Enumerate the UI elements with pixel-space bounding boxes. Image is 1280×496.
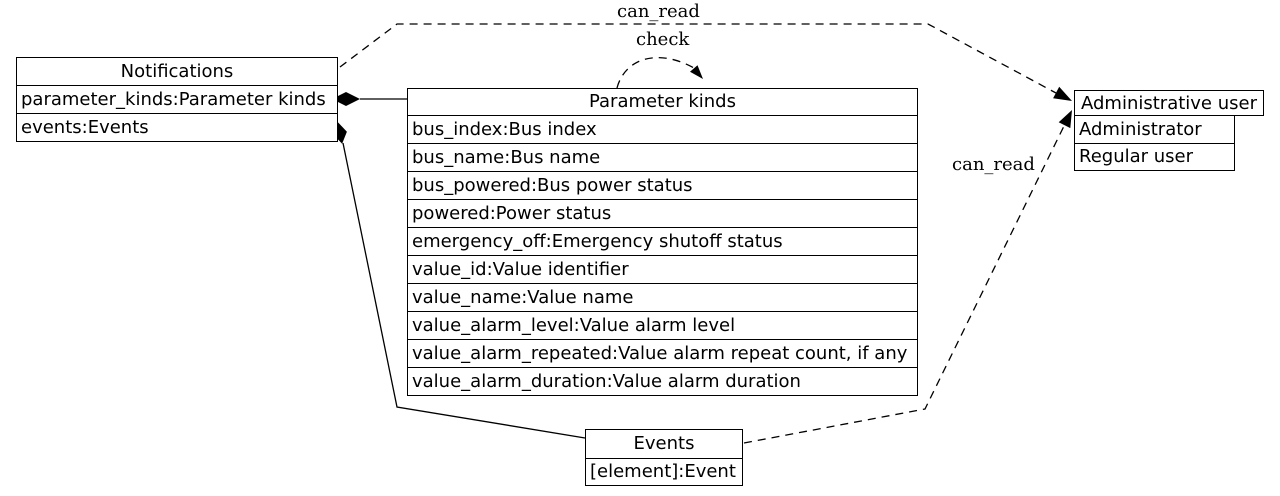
node-parameter-kinds-row-value-id: value_id:Value identifier — [408, 255, 917, 283]
node-parameter-kinds-row-value-name: value_name:Value name — [408, 283, 917, 311]
node-administrative-user-rows: Administrator Regular user — [1074, 114, 1235, 171]
node-events: Events [element]:Event — [585, 429, 743, 486]
edge-label-check: check — [636, 29, 690, 50]
node-parameter-kinds-row-value-alarm-repeated: value_alarm_repeated:Value alarm repeat … — [408, 339, 917, 367]
node-parameter-kinds-row-value-alarm-level: value_alarm_level:Value alarm level — [408, 311, 917, 339]
node-notifications-row-events: events:Events — [17, 113, 337, 141]
node-administrative-user-row-administrator: Administrator — [1079, 118, 1202, 140]
node-parameter-kinds-row-value-alarm-duration: value_alarm_duration:Value alarm duratio… — [408, 367, 917, 395]
node-notifications-row-parameter-kinds: parameter_kinds:Parameter kinds — [17, 85, 337, 113]
edge-events-can-read-line — [743, 124, 1066, 444]
edge-label-can-read-bottom: can_read — [952, 154, 1035, 175]
diamond-parameter-kinds-icon — [332, 92, 360, 106]
node-parameter-kinds-row-bus-name: bus_name:Bus name — [408, 143, 917, 171]
edge-check-self-loop-line — [616, 56, 695, 89]
arrowhead-notifications-can-read-icon — [1053, 86, 1072, 101]
edge-events-composition-line — [342, 142, 586, 439]
node-administrative-user-row-regular-user: Regular user — [1075, 142, 1234, 170]
edge-notifications-can-read-line — [339, 23, 1057, 94]
node-parameter-kinds-title: Parameter kinds — [588, 91, 736, 112]
node-parameter-kinds-row-bus-index: bus_index:Bus index — [408, 115, 917, 143]
arrowhead-events-can-read-icon — [1058, 110, 1072, 129]
node-administrative-user-title: Administrative user — [1074, 90, 1264, 116]
node-events-title: Events — [633, 433, 695, 454]
node-parameter-kinds-row-bus-powered: bus_powered:Bus power status — [408, 171, 917, 199]
node-notifications: Notifications parameter_kinds:Parameter … — [16, 57, 338, 142]
arrowhead-check-icon — [690, 65, 703, 79]
node-parameter-kinds: Parameter kinds bus_index:Bus index bus_… — [407, 88, 918, 396]
node-notifications-title: Notifications — [120, 60, 234, 82]
node-events-row-element: [element]:Event — [586, 458, 742, 485]
node-parameter-kinds-row-emergency-off: emergency_off:Emergency shutoff status — [408, 227, 917, 255]
edge-label-can-read-top: can_read — [617, 1, 700, 22]
node-parameter-kinds-row-powered: powered:Power status — [408, 199, 917, 227]
